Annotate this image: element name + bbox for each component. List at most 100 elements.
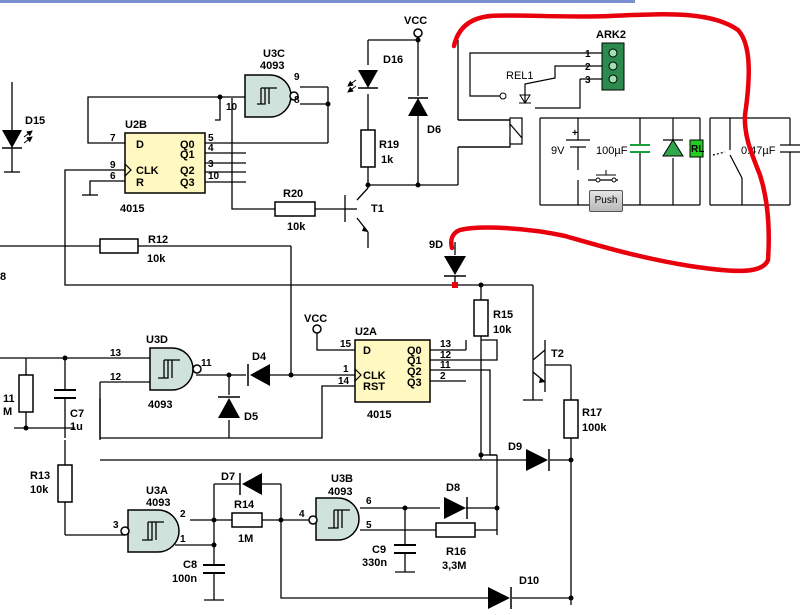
red-annotation-wire	[449, 12, 771, 274]
u3d-pin-11: 11	[201, 358, 212, 369]
junctions	[23, 37, 574, 601]
u2a-pin-d: D	[363, 345, 371, 357]
red-junction-mark	[452, 282, 458, 288]
u2b-pinnum-4: 4	[208, 143, 214, 154]
u3b-pin-4: 4	[299, 509, 305, 520]
resistor-r11	[18, 374, 34, 413]
u3c-pin-8: 8	[294, 95, 300, 106]
u2a-pinnum-2: 2	[440, 371, 446, 382]
ark-pin-2: 2	[585, 62, 591, 73]
resistor-r19	[360, 129, 376, 168]
u2b-pinnum-5: 5	[208, 133, 214, 144]
vcc-label-top: VCC	[404, 15, 427, 27]
cap-100uf-label: 100µF	[596, 145, 628, 157]
u2b-pin-q3: Q3	[180, 177, 195, 189]
u2a-type: 4015	[367, 409, 391, 421]
u2b-pin-r: R	[136, 177, 144, 189]
r15-label: R15	[493, 309, 513, 321]
resistor-r13	[57, 464, 73, 503]
resistor-r17	[563, 399, 579, 439]
u2a-pin-q0: Q0	[407, 345, 422, 357]
c7-value: 1u	[70, 421, 83, 433]
resistor-r20	[274, 201, 316, 217]
u2b-pin-clk: CLK	[136, 165, 159, 177]
u2a-pinnum-14: 14	[338, 376, 350, 387]
u2a-pinnum-11: 11	[440, 360, 451, 371]
u2b-pin-d: D	[136, 139, 144, 151]
u3a-pin-2: 2	[180, 509, 186, 520]
d15-label: D15	[25, 115, 45, 127]
resistor-r15	[473, 299, 489, 337]
u2a-pinnum-13: 13	[440, 339, 452, 350]
u3d-name: U3D	[146, 334, 168, 346]
u3b-name: U3B	[331, 473, 353, 485]
u3a-pin-3: 3	[113, 520, 119, 531]
d16-label: D16	[383, 54, 403, 66]
diode-9d	[444, 256, 466, 277]
u2a-pin-q3: Q3	[407, 377, 422, 389]
r17-value: 100k	[582, 422, 607, 434]
d10-label: D10	[519, 575, 539, 587]
d5-label: D5	[244, 411, 258, 423]
capacitor-c8	[203, 560, 225, 580]
u2b-pinnum-6: 6	[110, 171, 116, 182]
c8-value: 100n	[172, 573, 197, 585]
u3c-pin-9: 9	[294, 72, 300, 83]
t1-arrow	[362, 226, 368, 232]
u2a-pinnum-15: 15	[340, 339, 352, 350]
diode-d9	[526, 449, 550, 471]
u2b-pin-q1: Q1	[180, 149, 195, 161]
d7-label: D7	[221, 471, 235, 483]
u3a-type: 4093	[146, 497, 170, 509]
u2b-pinnum-10: 10	[208, 171, 220, 182]
t2-arrow	[539, 378, 545, 383]
c7-label: C7	[70, 408, 84, 420]
resistor-r16	[435, 522, 476, 538]
battery-label: 9V	[551, 145, 565, 157]
resistor-r14	[231, 512, 263, 528]
t1-label: T1	[371, 203, 384, 215]
ark-pin-1: 1	[585, 49, 591, 60]
r12-label: R12	[148, 234, 168, 246]
d8-label: D8	[446, 482, 460, 494]
left-edge-label: 8	[0, 271, 6, 283]
r13-value: 10k	[30, 484, 49, 496]
u3a-name: U3A	[146, 485, 168, 497]
rel1-label: REL1	[506, 70, 534, 82]
gate-u3d	[149, 347, 202, 391]
r12-value: 10k	[147, 253, 166, 265]
green-led	[662, 139, 684, 157]
u2a-pinnum-1: 1	[343, 364, 349, 375]
capacitor-c7	[54, 389, 76, 399]
ic-u2a	[354, 339, 431, 403]
ic-u2b	[124, 132, 206, 194]
push-button[interactable]: Push	[589, 190, 623, 212]
r11-partial-label: 11	[3, 393, 15, 405]
u2b-name: U2B	[125, 119, 147, 131]
u3b-pin-6: 6	[366, 496, 372, 507]
r13-label: R13	[30, 470, 50, 482]
u2a-name: U2A	[355, 326, 377, 338]
r19-label: R19	[379, 139, 399, 151]
d6-label: D6	[427, 124, 441, 136]
rl-label: RL	[691, 144, 704, 155]
c9-label: C9	[372, 544, 386, 556]
capacitor-c9	[394, 544, 416, 560]
gate-u3b	[308, 497, 360, 541]
vcc-terminal-bottom	[312, 324, 322, 334]
cap-047uf-label: 0.47µF	[741, 145, 776, 157]
u3d-pin-13: 13	[110, 348, 122, 359]
u3b-type: 4093	[328, 486, 352, 498]
rl-coil	[689, 139, 704, 158]
r19-value: 1k	[381, 154, 394, 166]
c9-value: 330n	[362, 557, 387, 569]
u3c-name: U3C	[263, 48, 285, 60]
u2a-pin-q1: Q1	[407, 355, 422, 367]
d4-label: D4	[252, 351, 267, 363]
led-d15	[2, 130, 33, 149]
resistor-r12	[99, 238, 139, 254]
u2a-pin-q2: Q2	[407, 366, 422, 378]
u2a-pinnum-12: 12	[440, 350, 452, 361]
u2b-pinnum-3: 3	[208, 159, 214, 170]
